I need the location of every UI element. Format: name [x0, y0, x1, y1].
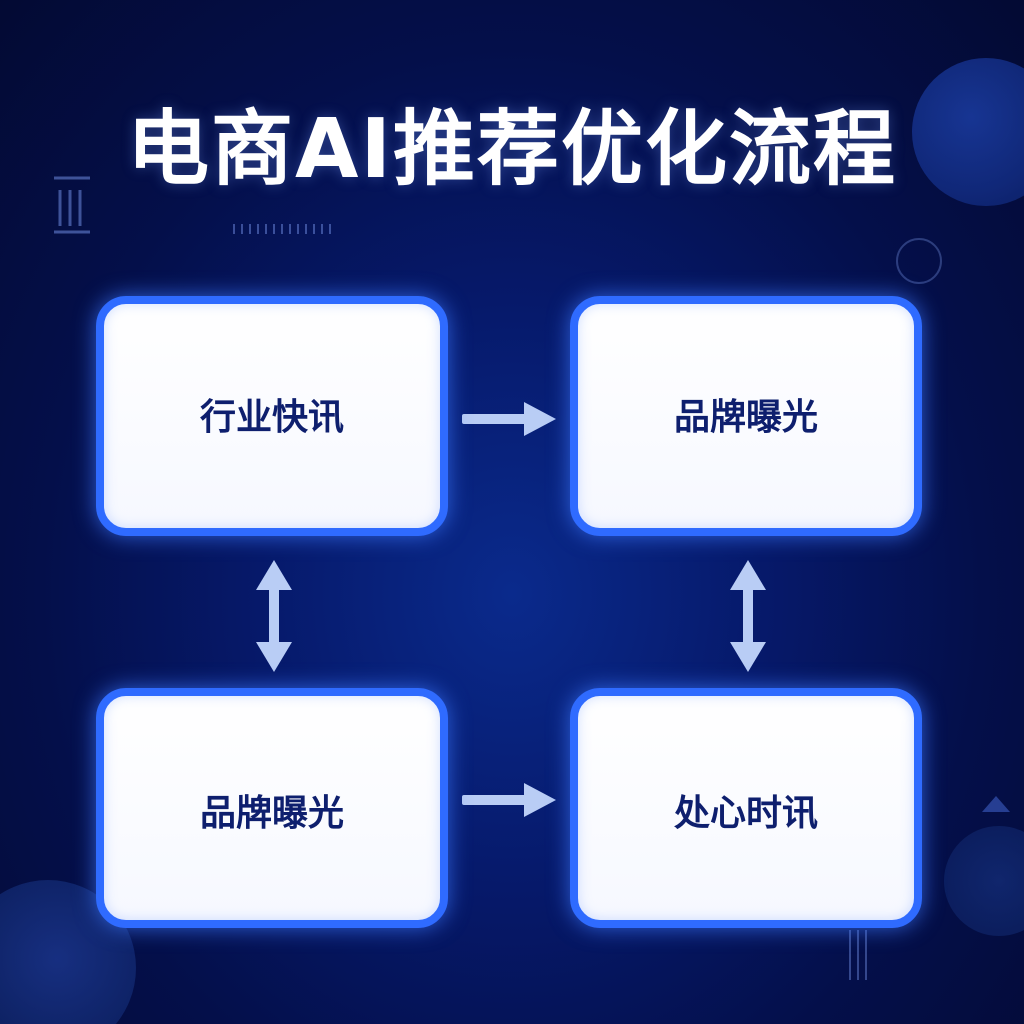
decor-triangle — [982, 796, 1010, 812]
node-label: 行业快讯 — [199, 397, 344, 438]
node-brand-exposure-top: 品牌曝光 — [570, 296, 922, 536]
decor-glyph-left — [54, 176, 90, 234]
arrow-right-icon — [462, 402, 556, 436]
decor-bars — [849, 930, 867, 980]
node-brand-exposure-bottom: 品牌曝光 — [96, 688, 448, 928]
decor-ticks — [233, 224, 331, 234]
decor-ring-right — [896, 238, 942, 284]
node-label: 品牌曝光 — [199, 793, 344, 834]
node-timely-news: 处心时讯 — [570, 688, 922, 928]
node-industry-news: 行业快讯 — [96, 296, 448, 536]
decor-circle-bottom-right — [944, 826, 1024, 936]
decor-circle-top-right — [912, 58, 1024, 206]
node-label: 品牌曝光 — [673, 397, 818, 438]
arrow-right-icon — [462, 783, 556, 817]
node-label: 处心时讯 — [673, 793, 818, 834]
diagram-title: 电商AI推荐优化流程 — [127, 102, 897, 197]
arrow-vertical-double-icon — [730, 560, 766, 672]
arrow-vertical-double-icon — [256, 560, 292, 672]
